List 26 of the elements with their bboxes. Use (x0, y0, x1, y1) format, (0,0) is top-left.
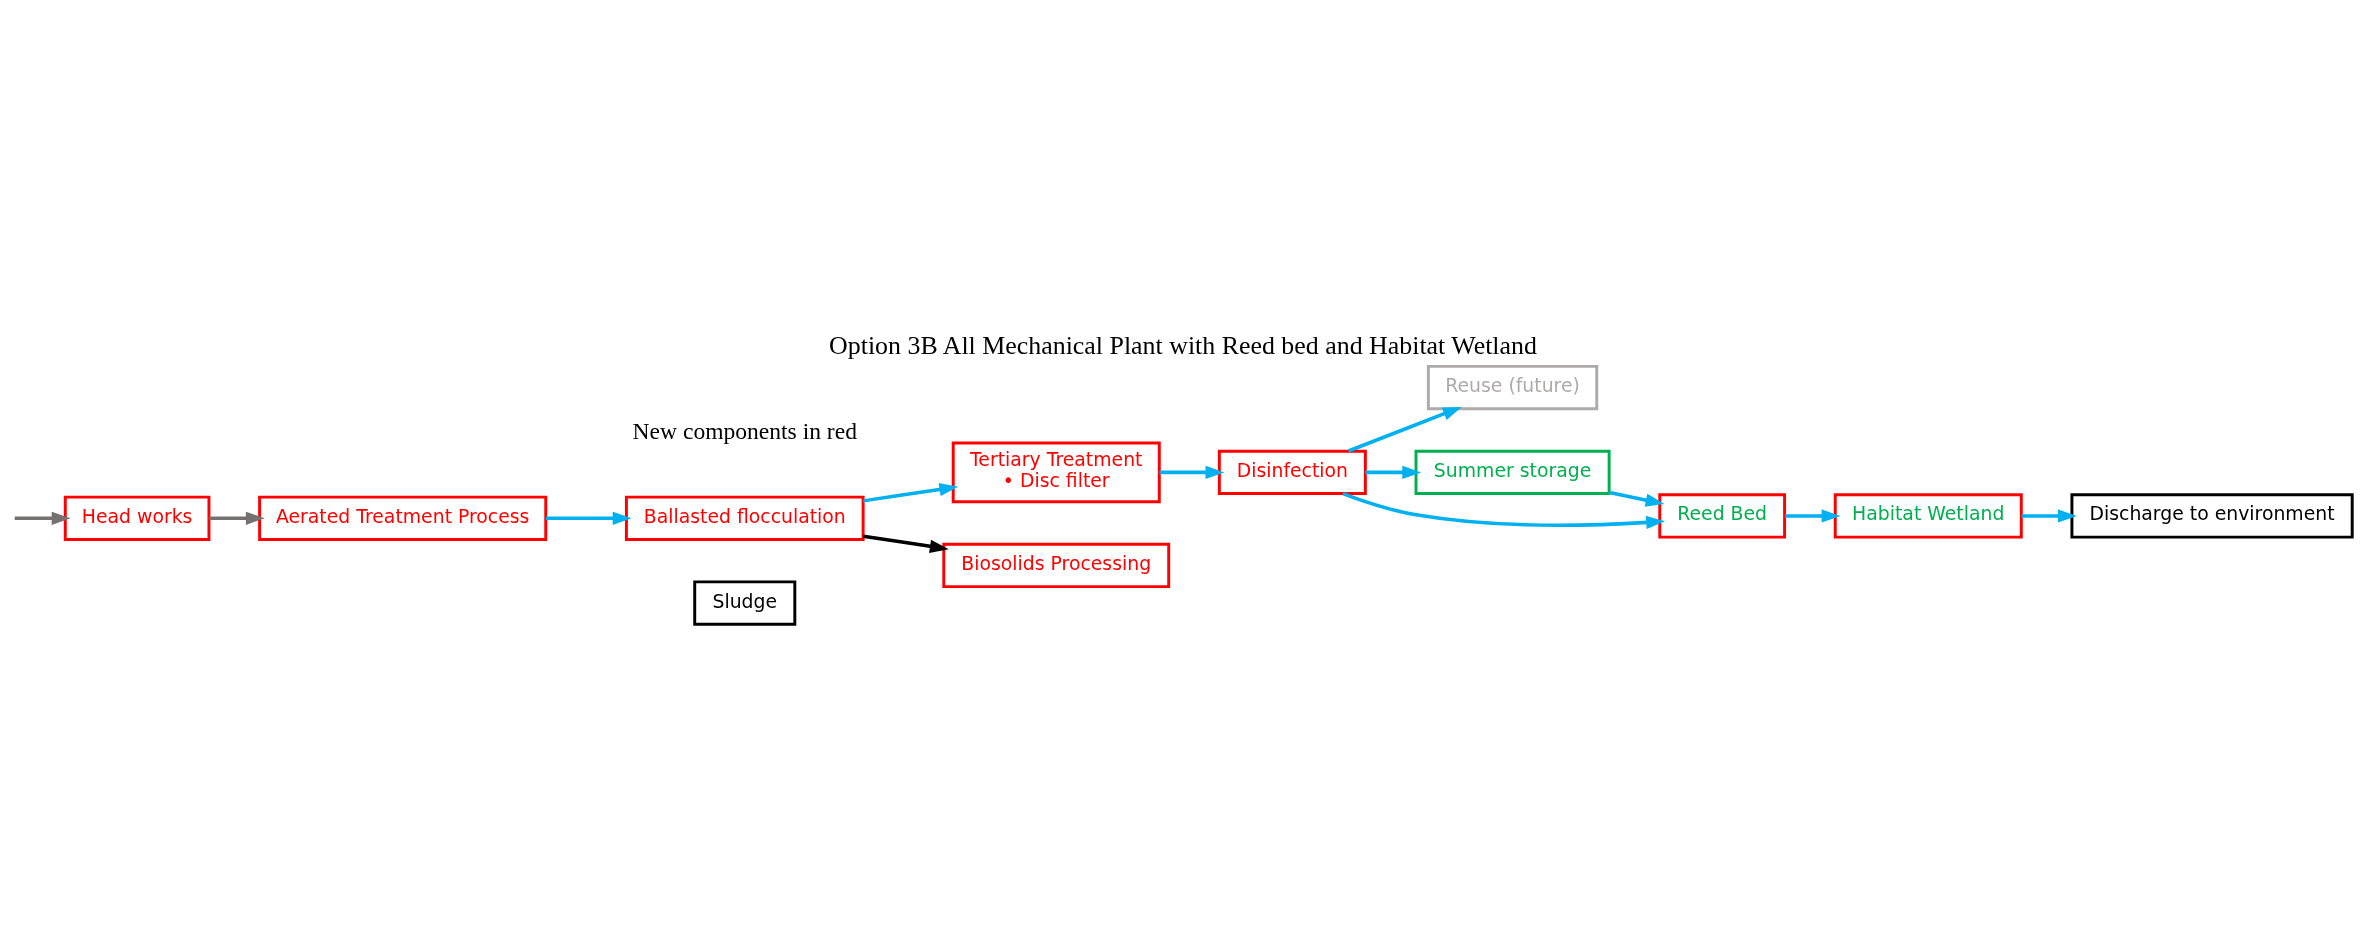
arrow (209, 511, 265, 525)
arrow (1608, 490, 1665, 507)
arrow (1159, 465, 1225, 479)
node-box: Tertiary Treatment • Disc filter (951, 440, 1161, 503)
node-box: Head works (63, 495, 211, 541)
arrow (545, 511, 632, 525)
node-box: Sludge (693, 579, 797, 626)
arrow (1785, 508, 1841, 523)
arrow (1342, 491, 1666, 529)
arrow (14, 511, 71, 525)
node-box: Summer storage (1414, 449, 1611, 495)
node-box: Reuse (future) (1426, 364, 1599, 410)
label: New components in red (632, 417, 857, 444)
node-box: Biosolids Processing (942, 542, 1171, 588)
arrow (863, 482, 959, 503)
arrow (2021, 508, 2077, 523)
arrow (1347, 406, 1462, 453)
arrow (1365, 465, 1422, 479)
node-box: Reed Bed (1658, 492, 1787, 539)
arrow (862, 533, 949, 553)
diagram-title: Option 3B All Mechanical Plant with Reed bed and Habitat Wetland (829, 330, 1537, 360)
node-box: Aerated Treatment Process (258, 495, 548, 541)
node-box: Disinfection (1217, 449, 1367, 495)
node-box: Discharge to environment (2070, 492, 2354, 539)
node-box: Habitat Wetland (1833, 492, 2023, 539)
node-box: Ballasted flocculation (624, 495, 865, 541)
